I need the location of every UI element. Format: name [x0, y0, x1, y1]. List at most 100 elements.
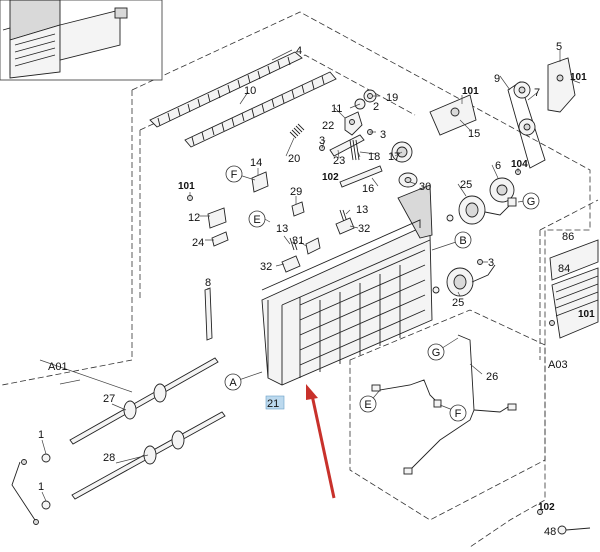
spring-part-13: [289, 209, 348, 251]
label-28: 28: [103, 452, 115, 464]
connector-f1-circle: [225, 165, 243, 183]
spring-part-18: [349, 139, 360, 161]
label-101a: 101: [462, 86, 479, 97]
label-13b: 13: [276, 223, 288, 235]
connector-g1-circle: [522, 192, 540, 210]
connector-a: A: [229, 377, 237, 389]
label-102b: 102: [538, 502, 555, 513]
label-3c: 3: [488, 257, 494, 269]
label-16: 16: [362, 183, 374, 195]
shaft-part-16: [339, 165, 383, 188]
label-104: 104: [511, 159, 528, 170]
bushing-part-30: [398, 172, 418, 188]
rail-part-10: [184, 71, 337, 148]
highlight-21: [265, 395, 285, 410]
red-arrow: [306, 384, 336, 499]
bushings-part-1: [11, 453, 51, 525]
label-4: 4: [296, 45, 302, 57]
connector-g1: G: [527, 196, 536, 208]
connector-e2-circle: [359, 395, 377, 413]
gear-part-6: [489, 169, 521, 203]
label-29: 29: [290, 186, 302, 198]
boundary-a03: [539, 199, 599, 360]
label-5: 5: [556, 41, 562, 53]
boundary-a01: [1, 11, 591, 548]
label-3a: 3: [319, 135, 325, 147]
label-11: 11: [331, 103, 342, 115]
connector-b: B: [459, 235, 466, 247]
label-101b: 101: [570, 72, 587, 83]
harness-part-26: [371, 334, 517, 475]
connector-a-circle: [224, 373, 242, 391]
roller-shaft-part-28: [71, 411, 226, 500]
label-20: 20: [288, 153, 300, 165]
connector-g2-circle: [427, 343, 445, 361]
label-32a: 32: [358, 223, 370, 235]
label-101c: 101: [178, 181, 195, 192]
connector-b-circle: [454, 231, 472, 249]
label-18: 18: [368, 151, 380, 163]
label-24: 24: [192, 237, 204, 249]
label-30: 30: [419, 181, 431, 193]
side-unit-a03: [549, 239, 599, 339]
label-a01: A01: [48, 361, 68, 373]
spring-part-20: [289, 123, 305, 139]
label-17: 17: [388, 151, 400, 163]
boundary-main-inner: [139, 54, 416, 300]
part-24: [211, 231, 229, 247]
connector-letters: A B E E F F G G: [224, 165, 540, 422]
label-15: 15: [468, 128, 480, 140]
pulleys-part-7: [513, 81, 536, 136]
roller-shaft-part-27: [69, 357, 219, 445]
label-27: 27: [103, 393, 115, 405]
connector-e1-circle: [248, 210, 266, 228]
sensor-part-14: [251, 171, 269, 193]
connector-f2: F: [455, 408, 462, 420]
label-19: 19: [386, 92, 398, 104]
label-25b: 25: [452, 297, 464, 309]
label-102a: 102: [322, 172, 339, 183]
lever-part-23: [329, 134, 365, 157]
label-7: 7: [534, 87, 540, 99]
label-22: 22: [322, 120, 334, 132]
part-labels: 4 10 20 11 22 3 3 3 2 19 23 18 17 102 16…: [38, 41, 595, 538]
motor-part-25-lower: [432, 264, 496, 297]
bracket-part-22: [344, 111, 363, 136]
part-31: [305, 237, 321, 255]
boundary-harness-box: [349, 309, 546, 521]
label-25a: 25: [460, 179, 472, 191]
label-13a: 13: [356, 204, 368, 216]
label-10: 10: [244, 85, 256, 97]
lever-part-32: [281, 217, 355, 273]
label-101d: 101: [578, 309, 595, 320]
main-frame-assembly: [261, 184, 433, 386]
machine-thumbnail: [0, 0, 163, 81]
label-84: 84: [558, 263, 570, 275]
label-26: 26: [486, 371, 498, 383]
label-31: 31: [292, 235, 304, 247]
rod-part-8: [204, 287, 213, 341]
rail-part-4: [149, 51, 303, 128]
connector-e2: E: [364, 399, 371, 411]
label-21: 21: [267, 398, 279, 410]
label-1b: 1: [38, 481, 44, 493]
label-32b: 32: [260, 261, 272, 273]
connector-e1: E: [253, 214, 260, 226]
label-9: 9: [494, 73, 500, 85]
holder-part-29: [291, 201, 305, 217]
bracket-part-5: [547, 57, 576, 113]
label-48: 48: [544, 526, 556, 538]
label-14: 14: [250, 157, 262, 169]
label-1a: 1: [38, 429, 44, 441]
leader-lines: [39, 49, 581, 502]
part-48: [537, 509, 591, 535]
label-12: 12: [188, 212, 200, 224]
connector-f1: F: [231, 169, 238, 181]
sensor-part-12: [187, 195, 227, 229]
label-2: 2: [373, 101, 379, 113]
label-3b: 3: [380, 129, 386, 141]
connector-f2-circle: [449, 404, 467, 422]
bracket-part-15: [429, 94, 477, 136]
label-86: 86: [562, 231, 574, 243]
